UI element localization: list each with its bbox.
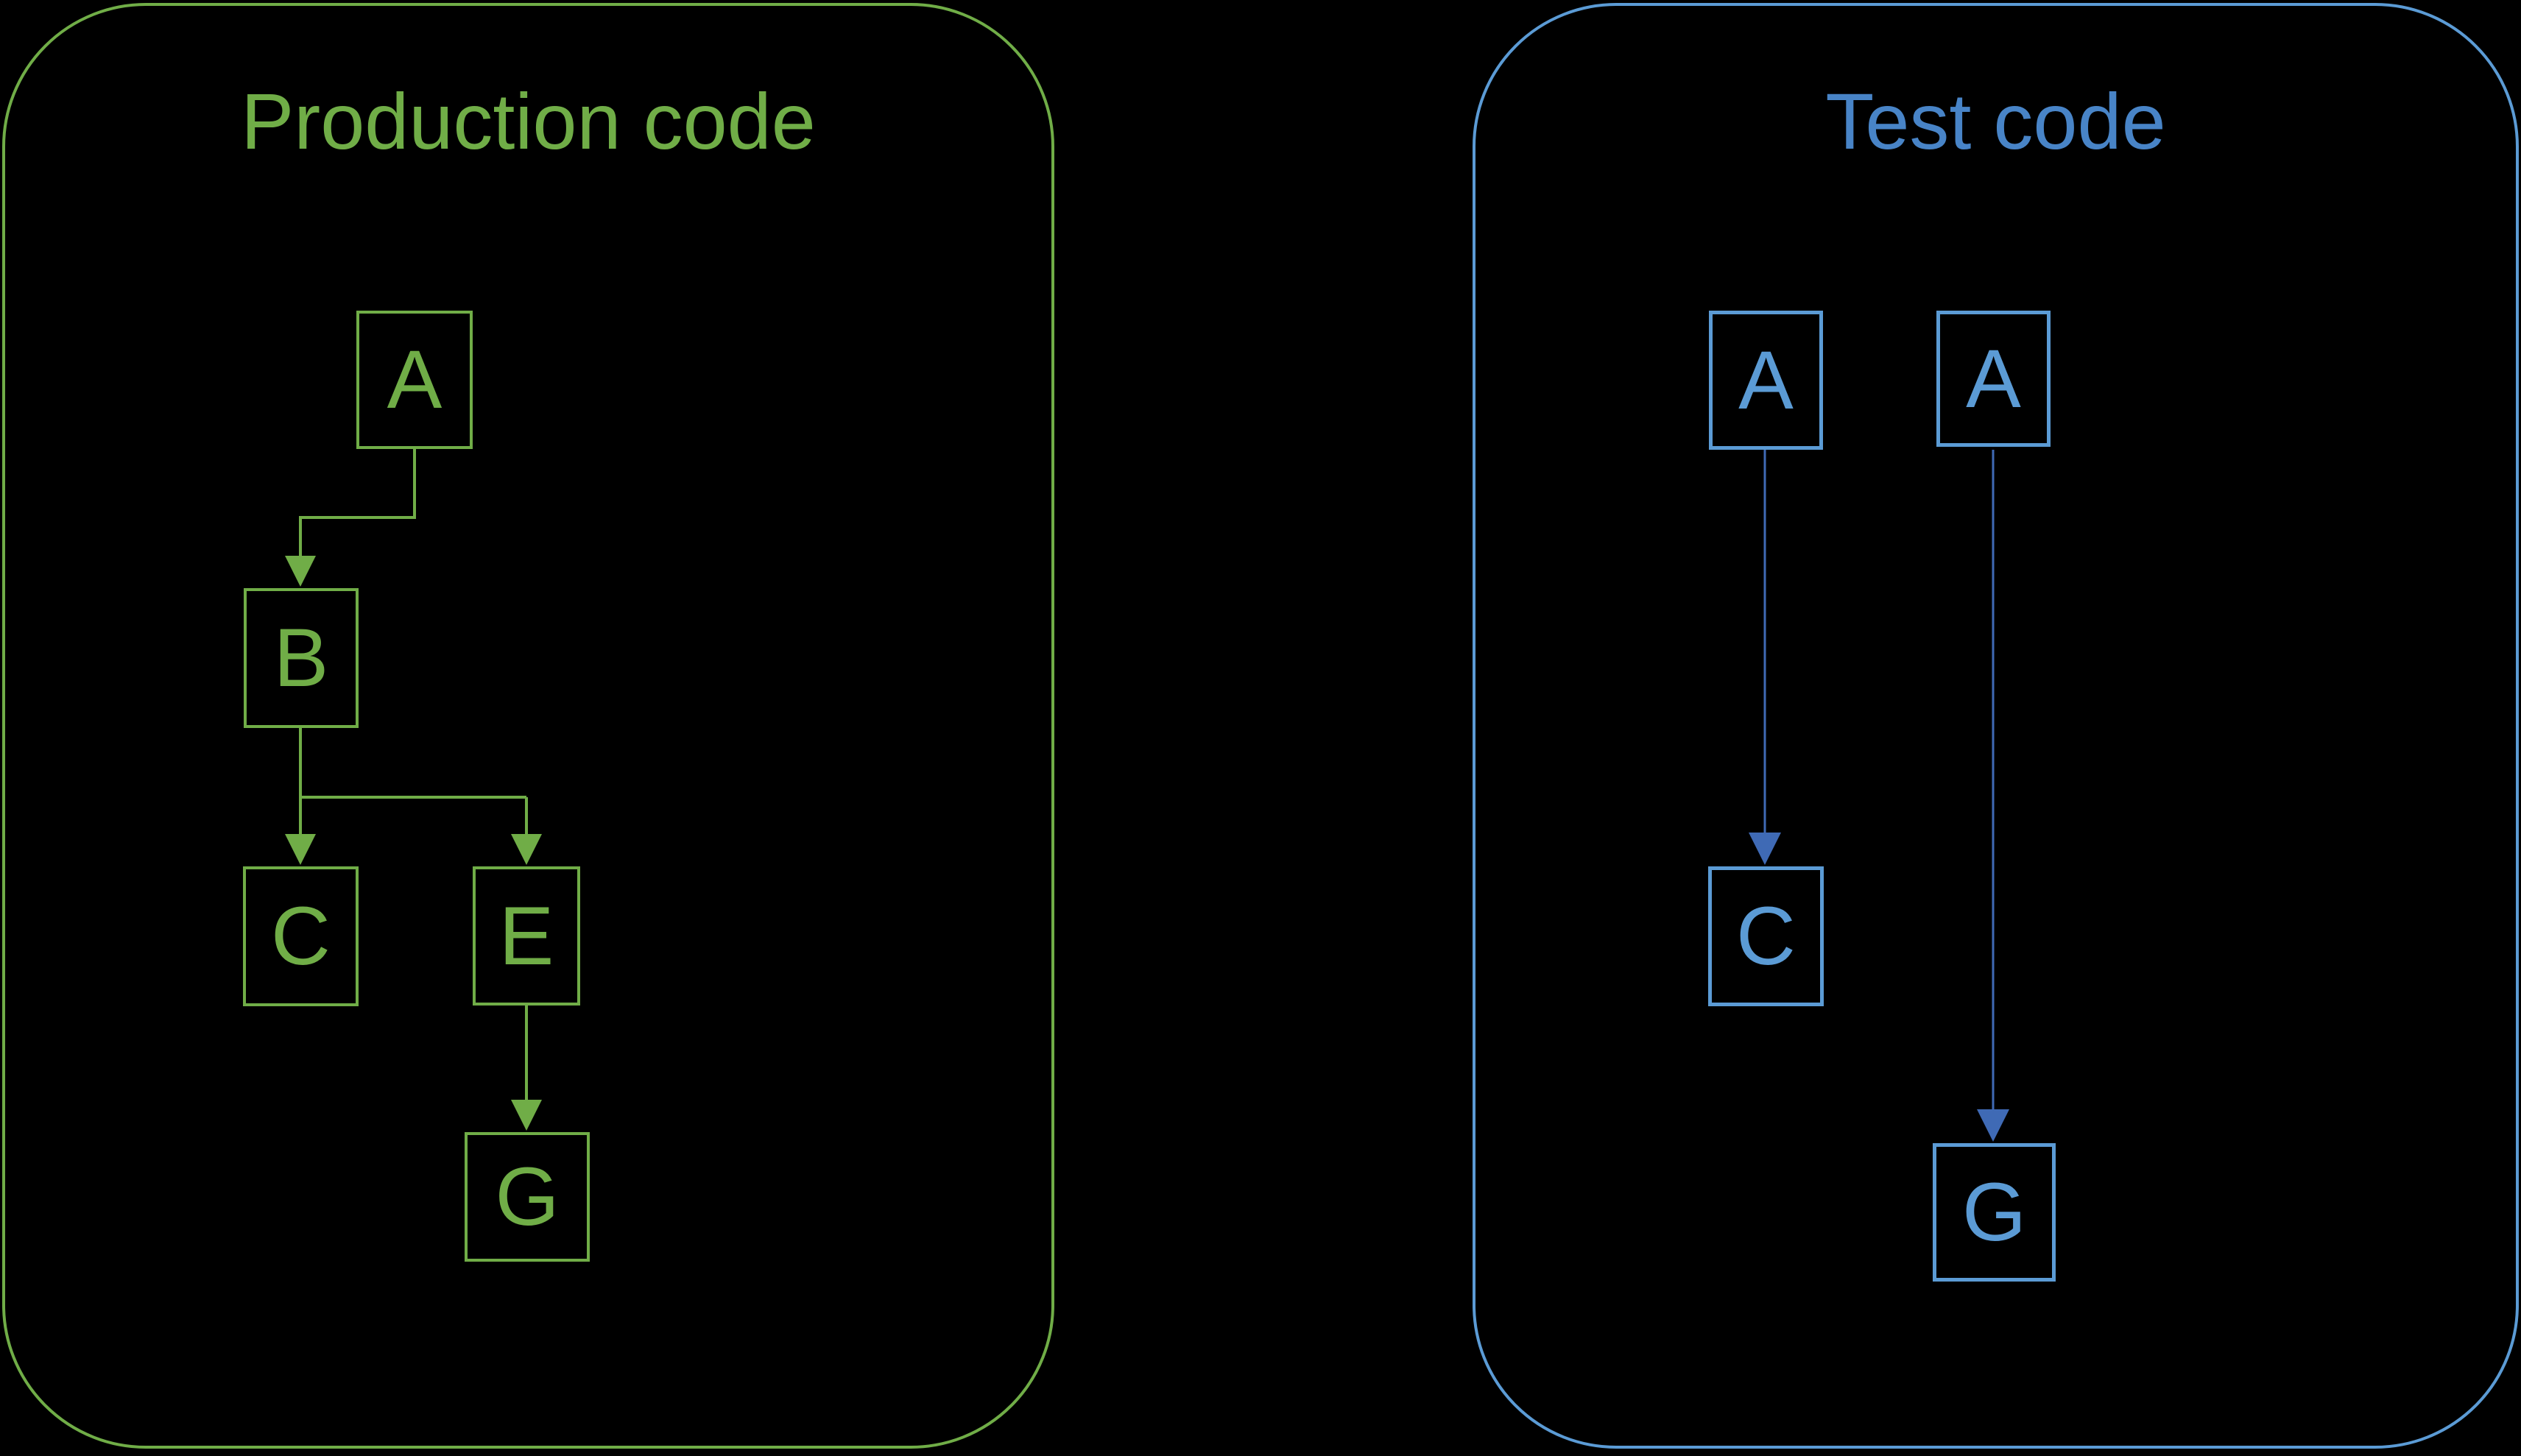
node-production-a: A [356, 311, 473, 449]
node-production-g: G [465, 1132, 590, 1262]
test-code-panel-title: Test code [1825, 77, 2166, 166]
production-code-panel-title: Production code [241, 77, 816, 166]
node-test-g-label: G [1961, 1166, 2027, 1258]
node-test-a2-label: A [1966, 332, 2021, 425]
node-production-c-label: C [271, 890, 331, 982]
node-production-g-label: G [495, 1151, 560, 1243]
test-code-panel [1473, 3, 2519, 1449]
node-production-b-label: B [273, 612, 329, 704]
node-production-a-label: A [387, 333, 443, 425]
node-test-a1-label: A [1738, 333, 1794, 426]
node-test-g: G [1933, 1143, 2056, 1282]
node-test-a1: A [1709, 311, 1823, 450]
production-code-panel [2, 3, 1054, 1449]
node-test-a2: A [1936, 311, 2051, 447]
node-test-c: C [1708, 866, 1824, 1006]
node-production-b: B [244, 588, 359, 728]
node-production-e-label: E [498, 889, 554, 982]
node-production-e: E [473, 866, 580, 1006]
node-production-c: C [243, 866, 359, 1006]
node-test-c-label: C [1736, 890, 1796, 982]
